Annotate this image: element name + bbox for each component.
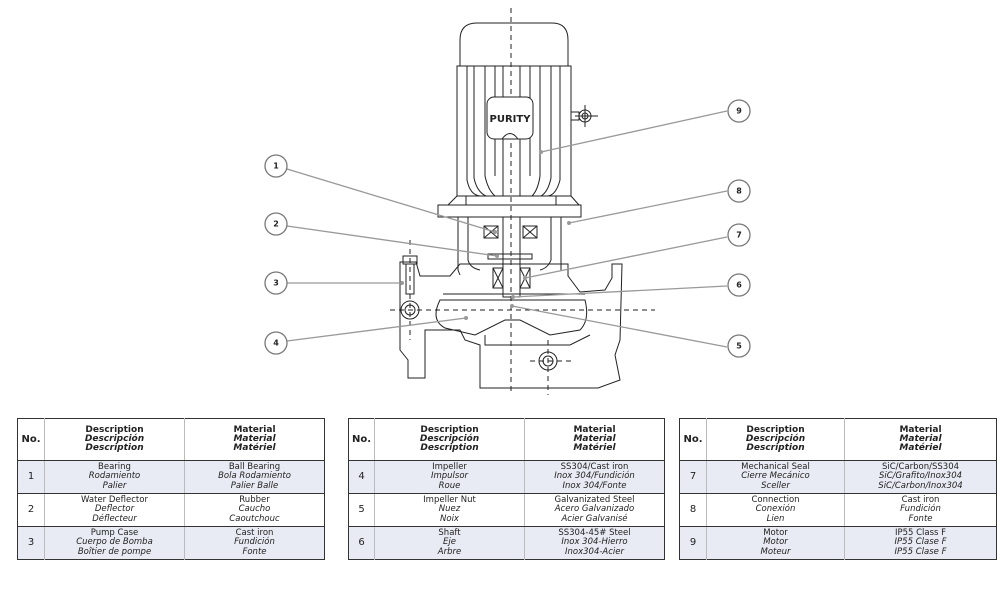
- part-number: 5: [348, 493, 375, 527]
- svg-text:9: 9: [736, 107, 742, 116]
- callout-7: 7: [727, 223, 751, 247]
- pump-cross-section-diagram: PURITY: [264, 8, 751, 395]
- part-number: 6: [348, 526, 375, 560]
- part-number: 8: [679, 493, 707, 527]
- part-number: 4: [348, 460, 375, 494]
- svg-text:4: 4: [273, 339, 279, 348]
- part-number: 7: [679, 460, 707, 494]
- svg-text:5: 5: [736, 342, 742, 351]
- pump-case: [399, 240, 623, 395]
- callout-3: 3: [264, 271, 288, 295]
- callout-5: 5: [727, 334, 751, 358]
- callout-4: 4: [264, 331, 288, 355]
- part-number: 1: [17, 460, 45, 494]
- svg-text:2: 2: [273, 220, 279, 229]
- svg-text:7: 7: [736, 231, 742, 240]
- callout-9: 9: [727, 99, 751, 123]
- part-number: 2: [17, 493, 45, 527]
- svg-text:1: 1: [273, 162, 279, 171]
- part-number: 9: [679, 526, 707, 560]
- callout-6: 6: [727, 273, 751, 297]
- callout-8: 8: [727, 179, 751, 203]
- callout-2: 2: [264, 212, 288, 236]
- svg-text:6: 6: [736, 281, 742, 290]
- svg-text:3: 3: [273, 279, 279, 288]
- callout-1: 1: [264, 154, 288, 178]
- brand-label: PURITY: [490, 114, 532, 125]
- motor: PURITY: [447, 22, 598, 206]
- part-number: 3: [17, 526, 45, 560]
- svg-text:8: 8: [736, 187, 742, 196]
- header-no: No.: [679, 418, 707, 461]
- connection-bracket: [437, 195, 582, 298]
- header-no: No.: [17, 418, 45, 461]
- header-no: No.: [348, 418, 375, 461]
